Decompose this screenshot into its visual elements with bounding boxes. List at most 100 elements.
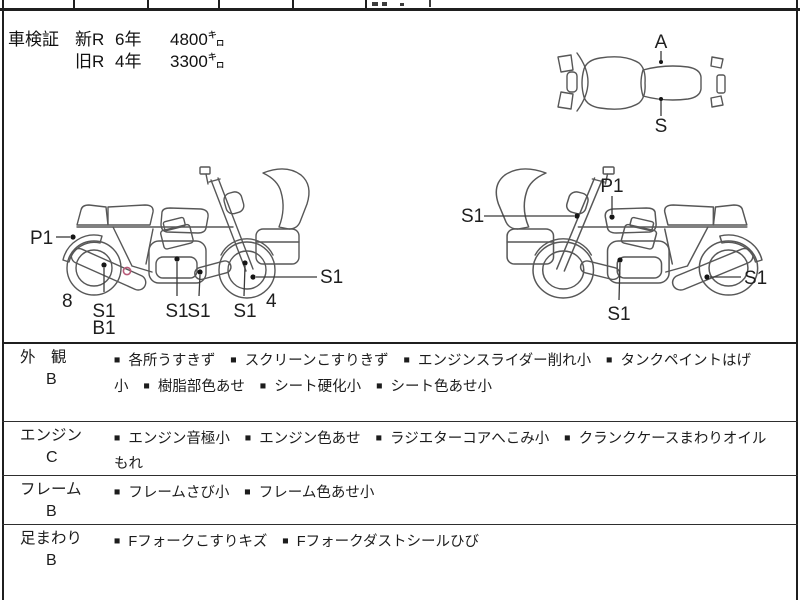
defect-item: ■ シート硬化小 [260,379,361,395]
cutoff-text-fragment [400,3,404,6]
defect-text: ラジエターコアへこみ小 [390,431,550,447]
leader-dot [242,260,248,266]
bullet-square-icon: ■ [564,432,571,444]
section-name: フレーム [20,481,82,498]
defect-item: ■クランクケースまわりオイルもれ [114,431,766,472]
era-label: 旧R [75,52,105,71]
bullet-square-icon: ■ [244,432,252,444]
mileage-value: 3300㌔ [170,52,225,71]
left-bike-drawing [62,166,310,299]
inspection-mark-circle [122,266,132,276]
label-p1-tank: P1 [600,176,623,197]
motorcycle-top-view-art [557,52,726,112]
label-s1-rear-wheel: S1 [744,268,767,289]
defect-item: ■タンクペイントはげ小 [114,353,751,395]
leader-line [618,262,621,301]
bullet-square-icon: ■ [114,354,121,366]
table-column-divider [218,0,220,8]
label-b1-muffler: B1 [92,318,115,339]
section-head: エンジン C [2,422,112,475]
bullet-square-icon: ■ [143,380,150,392]
section-grade: B [46,552,57,569]
defect-item: ■各所うすきず [114,353,215,369]
era-label: 新R [75,30,105,49]
defect-text: Fフォークこすりキズ [128,534,268,550]
defect-text: エンジン色あせ [259,431,361,447]
front-wheel-top [566,71,578,93]
defect-text: クランクケースまわりオイルもれ [114,431,767,472]
registration-row: 新R 6年 4800㌔ [75,29,225,51]
side-view-diagrams: P1 8 S1 B1 S1 S1 S1 4 S1 S1 P1 S1 S1 [30,166,767,339]
year-value: 4年 [115,52,142,71]
cutoff-text-fragment [372,2,378,6]
section-exterior: 外 観 B ■各所うすきず■スクリーンこすりきず■エンジンスライダー削れ小■タン… [2,344,798,421]
label-s1-fork: S1 [233,301,256,322]
defect-text: フレーム色あせ小 [258,485,375,501]
right-bike-drawing [495,166,763,299]
section-grade: B [46,371,57,388]
label-s1-underframe: S1 [187,301,210,322]
right-mirror [557,91,574,110]
defect-item: ■シート色あせ小 [376,379,492,395]
defect-item: ■Fフォークダストシールひび [282,534,479,550]
defect-item: ■ ラジエターコアへこみ小 [376,431,550,447]
registration-block: 車検証 新R 6年 4800㌔ 旧R 4年 3300㌔ [8,29,225,73]
leader-dot [197,269,203,275]
windscreen-top [576,52,589,112]
label-s1-fork-right: S1 [461,206,484,227]
mileage-value: 4800㌔ [170,30,225,49]
section-head: 足まわり B [2,525,112,600]
condition-table: 外 観 B ■各所うすきず■スクリーンこすりきず■エンジンスライダー削れ小■タン… [2,342,798,600]
defect-item: ■ エンジン色あせ [245,431,361,447]
leader-line [198,274,201,297]
bullet-square-icon: ■ [114,432,121,444]
table-column-divider [292,0,294,8]
top-view-diagram: A S [557,32,726,137]
bullet-square-icon: ■ [114,486,121,498]
cutoff-text-fragment [429,0,431,7]
defect-item: ■樹脂部色あせ [144,379,245,395]
label-p1-rear-fender: P1 [30,228,53,249]
right-border [795,0,798,600]
section-name: エンジン [20,427,83,444]
defect-text: エンジン音極小 [128,431,230,447]
label-4-front-tire: 4 [266,291,277,312]
section-items: ■各所うすきず■スクリーンこすりきず■エンジンスライダー削れ小■タンクペイントは… [112,344,798,421]
leader-dot [70,234,76,240]
bullet-square-icon: ■ [606,354,613,366]
defect-text: シート硬化小 [274,379,362,395]
bullet-square-icon: ■ [244,486,251,498]
defect-item: ■スクリーンこすりきず [230,353,388,369]
header-rule [0,8,800,11]
bullet-square-icon: ■ [259,380,267,392]
defect-item: ■エンジンスライダー削れ小 [404,353,591,369]
label-8-rear-tire: 8 [62,291,73,312]
defect-item: ■ Fフォークこすりキズ [114,534,267,550]
table-column-divider [365,0,367,8]
leader-line [243,265,246,297]
leader-dot [659,60,663,64]
registration-row: 旧R 4年 3300㌔ [75,51,225,73]
section-grade: C [46,449,58,466]
leader-dot [574,213,580,219]
left-border [1,0,4,600]
defect-item: ■ エンジン音極小 [114,431,230,447]
label-s-seat-rear: S [655,116,668,137]
leader-dot [609,214,615,220]
bullet-square-icon: ■ [375,432,383,444]
label-s1-engine: S1 [165,301,188,322]
defect-text: スクリーンこすりきず [244,353,389,369]
cutoff-text-fragment [382,2,387,6]
leader-dot [250,274,256,280]
year-value: 6年 [115,30,142,49]
rear-peg-right [710,95,724,108]
bullet-square-icon: ■ [376,380,383,392]
section-undercarriage: 足まわり B ■ Fフォークこすりキズ ■Fフォークダストシールひび [2,524,798,600]
leader-dot [101,262,107,268]
bullet-square-icon: ■ [114,535,121,547]
section-head: 外 観 B [2,344,112,421]
leader-dot [174,256,180,262]
registration-title: 車検証 [8,30,59,49]
tail-top [716,74,726,94]
